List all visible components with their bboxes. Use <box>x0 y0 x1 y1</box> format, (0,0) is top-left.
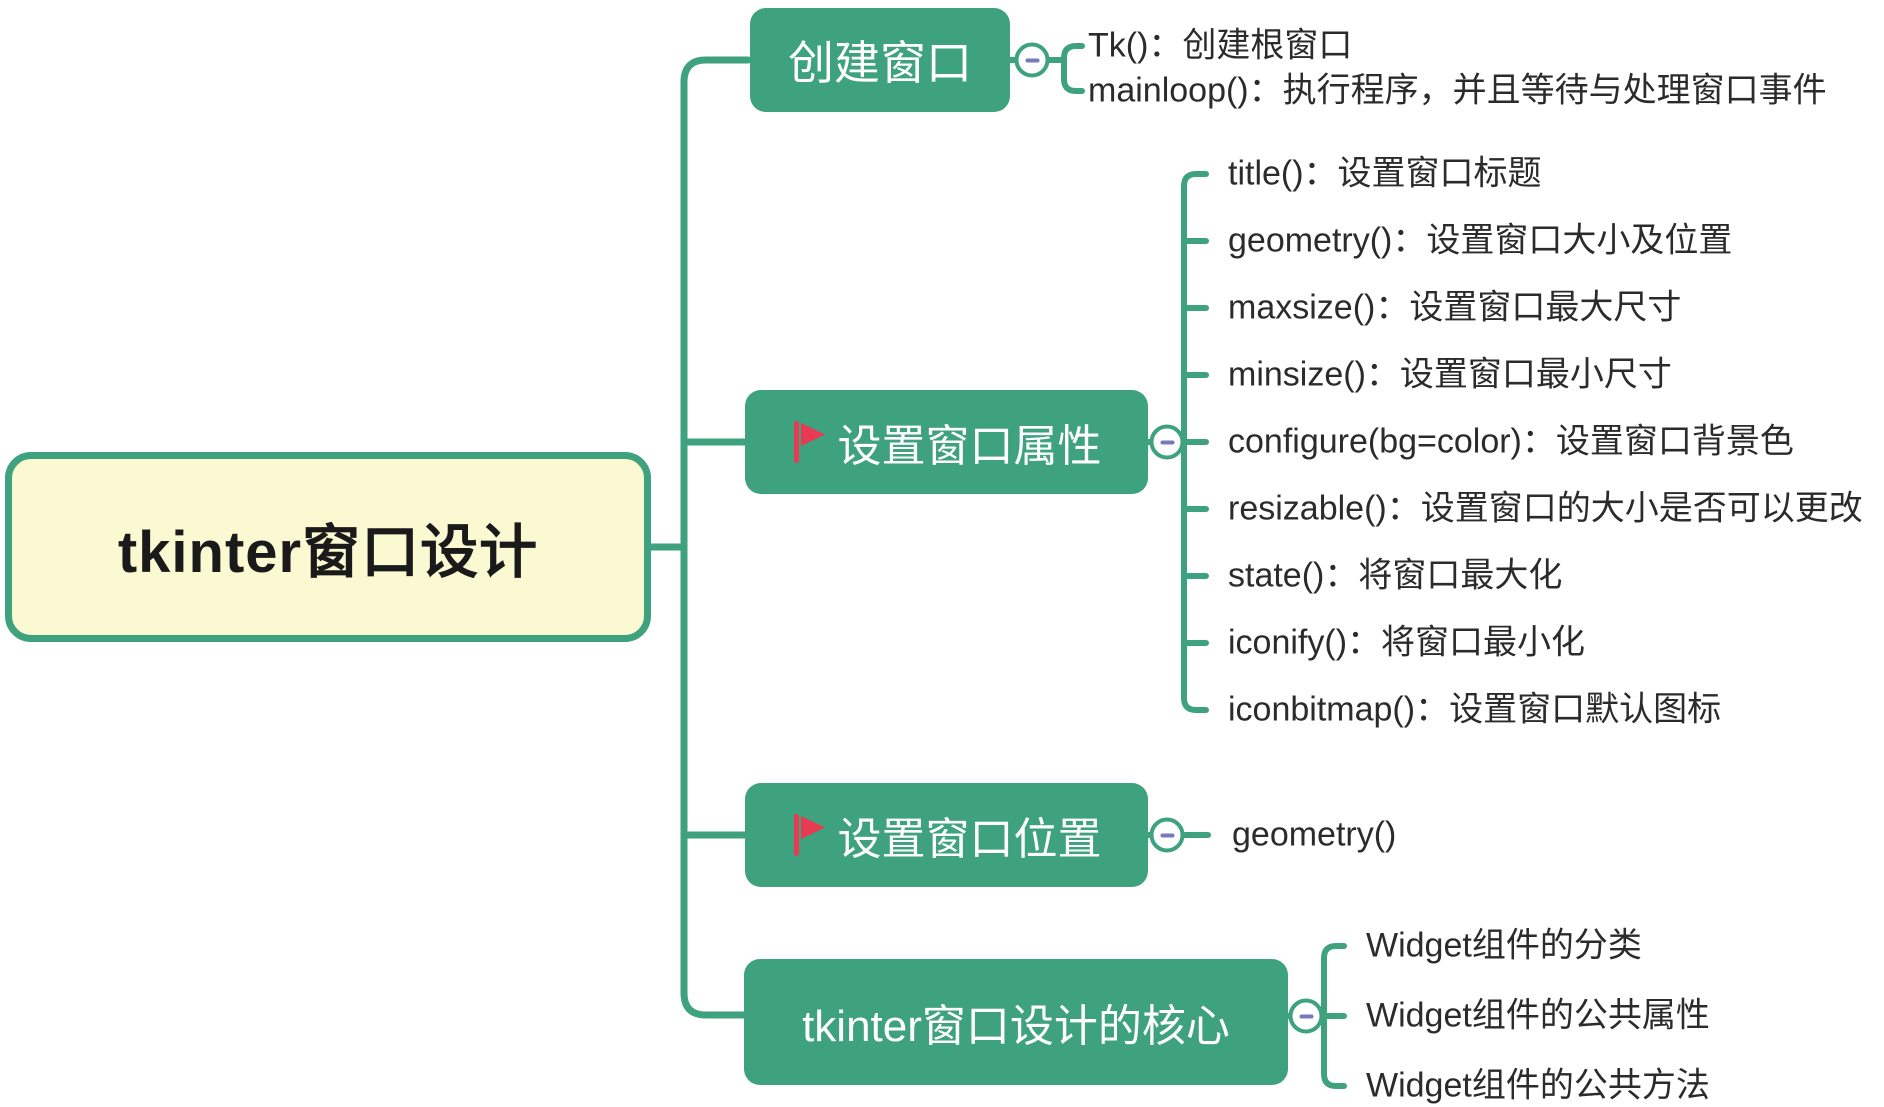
branch-label: 设置窗口位置 <box>837 815 1102 864</box>
branch-label: 创建窗口 <box>788 37 972 89</box>
child-topic[interactable]: geometry()：设置窗口大小及位置 <box>1228 221 1733 260</box>
child-topic[interactable]: iconify()：将窗口最小化 <box>1228 623 1586 662</box>
flag-icon <box>792 419 826 465</box>
child-topic[interactable]: mainloop()：执行程序，并且等待与处理窗口事件 <box>1088 71 1827 110</box>
child-topic[interactable]: iconbitmap()：设置窗口默认图标 <box>1228 690 1722 729</box>
branch-label: 设置窗口属性 <box>837 422 1102 471</box>
flag-icon <box>792 812 826 858</box>
branch-window-attributes[interactable]: 设置窗口属性 <box>745 390 1148 494</box>
collapse-button[interactable] <box>1149 424 1185 460</box>
collapse-button[interactable] <box>1014 42 1050 78</box>
collapse-button[interactable] <box>1149 817 1185 853</box>
branch-design-core[interactable]: tkinter窗口设计的核心 <box>744 959 1288 1085</box>
child-topic[interactable]: Tk()：创建根窗口 <box>1088 26 1353 65</box>
child-topic[interactable]: state()：将窗口最大化 <box>1228 556 1563 595</box>
child-topic[interactable]: resizable()：设置窗口的大小是否可以更改 <box>1228 489 1863 528</box>
minus-icon <box>1160 833 1174 837</box>
child-topic[interactable]: Widget组件的公共方法 <box>1366 1066 1710 1105</box>
minus-icon <box>1025 58 1039 62</box>
minus-icon <box>1299 1014 1313 1018</box>
root-topic[interactable]: tkinter窗口设计 <box>5 452 651 642</box>
trunk-connectors <box>642 56 752 1019</box>
branch-label: tkinter窗口设计的核心 <box>802 1002 1230 1051</box>
child-topic[interactable]: title()：设置窗口标题 <box>1228 154 1542 193</box>
child-topic[interactable]: geometry() <box>1232 815 1397 854</box>
branch-window-position[interactable]: 设置窗口位置 <box>745 783 1148 887</box>
collapse-button[interactable] <box>1288 998 1324 1034</box>
branch-create-window[interactable]: 创建窗口 <box>750 8 1010 112</box>
minus-icon <box>1160 440 1174 444</box>
child-topic[interactable]: configure(bg=color)：设置窗口背景色 <box>1228 422 1794 461</box>
child-topic[interactable]: minsize()：设置窗口最小尺寸 <box>1228 355 1672 394</box>
child-topic[interactable]: Widget组件的公共属性 <box>1366 996 1710 1035</box>
child-topic[interactable]: Widget组件的分类 <box>1366 926 1642 965</box>
child-topic[interactable]: maxsize()：设置窗口最大尺寸 <box>1228 288 1682 327</box>
